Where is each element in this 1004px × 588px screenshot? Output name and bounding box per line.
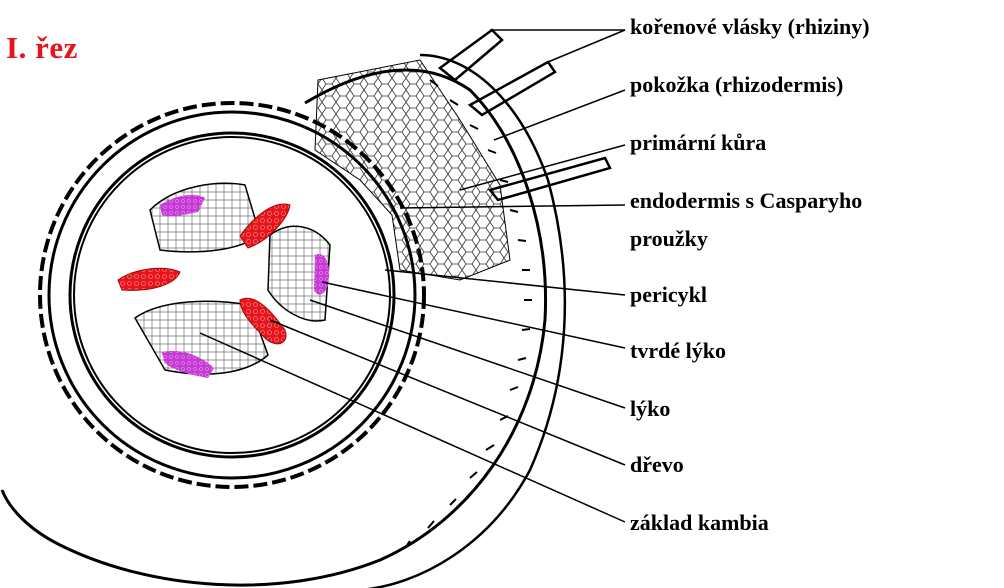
label-primary-cortex: primární kůra [630,130,766,156]
label-endodermis: endodermis s Casparyho [630,188,862,214]
root-hair-1 [440,30,502,80]
label-cambium-base: základ kambia [630,510,769,536]
root-hair-2 [470,62,555,115]
label-pericycle: pericykl [630,282,707,308]
pericycle-circle [70,133,394,457]
label-xylem: dřevo [630,452,684,478]
label-root-hairs: kořenové vlásky (rhiziny) [630,14,870,40]
label-endodermis-cont: proužky [630,226,708,252]
root-hair-3 [490,158,610,200]
label-phloem: lýko [630,396,670,422]
label-rhizodermis: pokožka (rhizodermis) [630,72,843,98]
label-hard-phloem: tvrdé lýko [630,338,726,364]
